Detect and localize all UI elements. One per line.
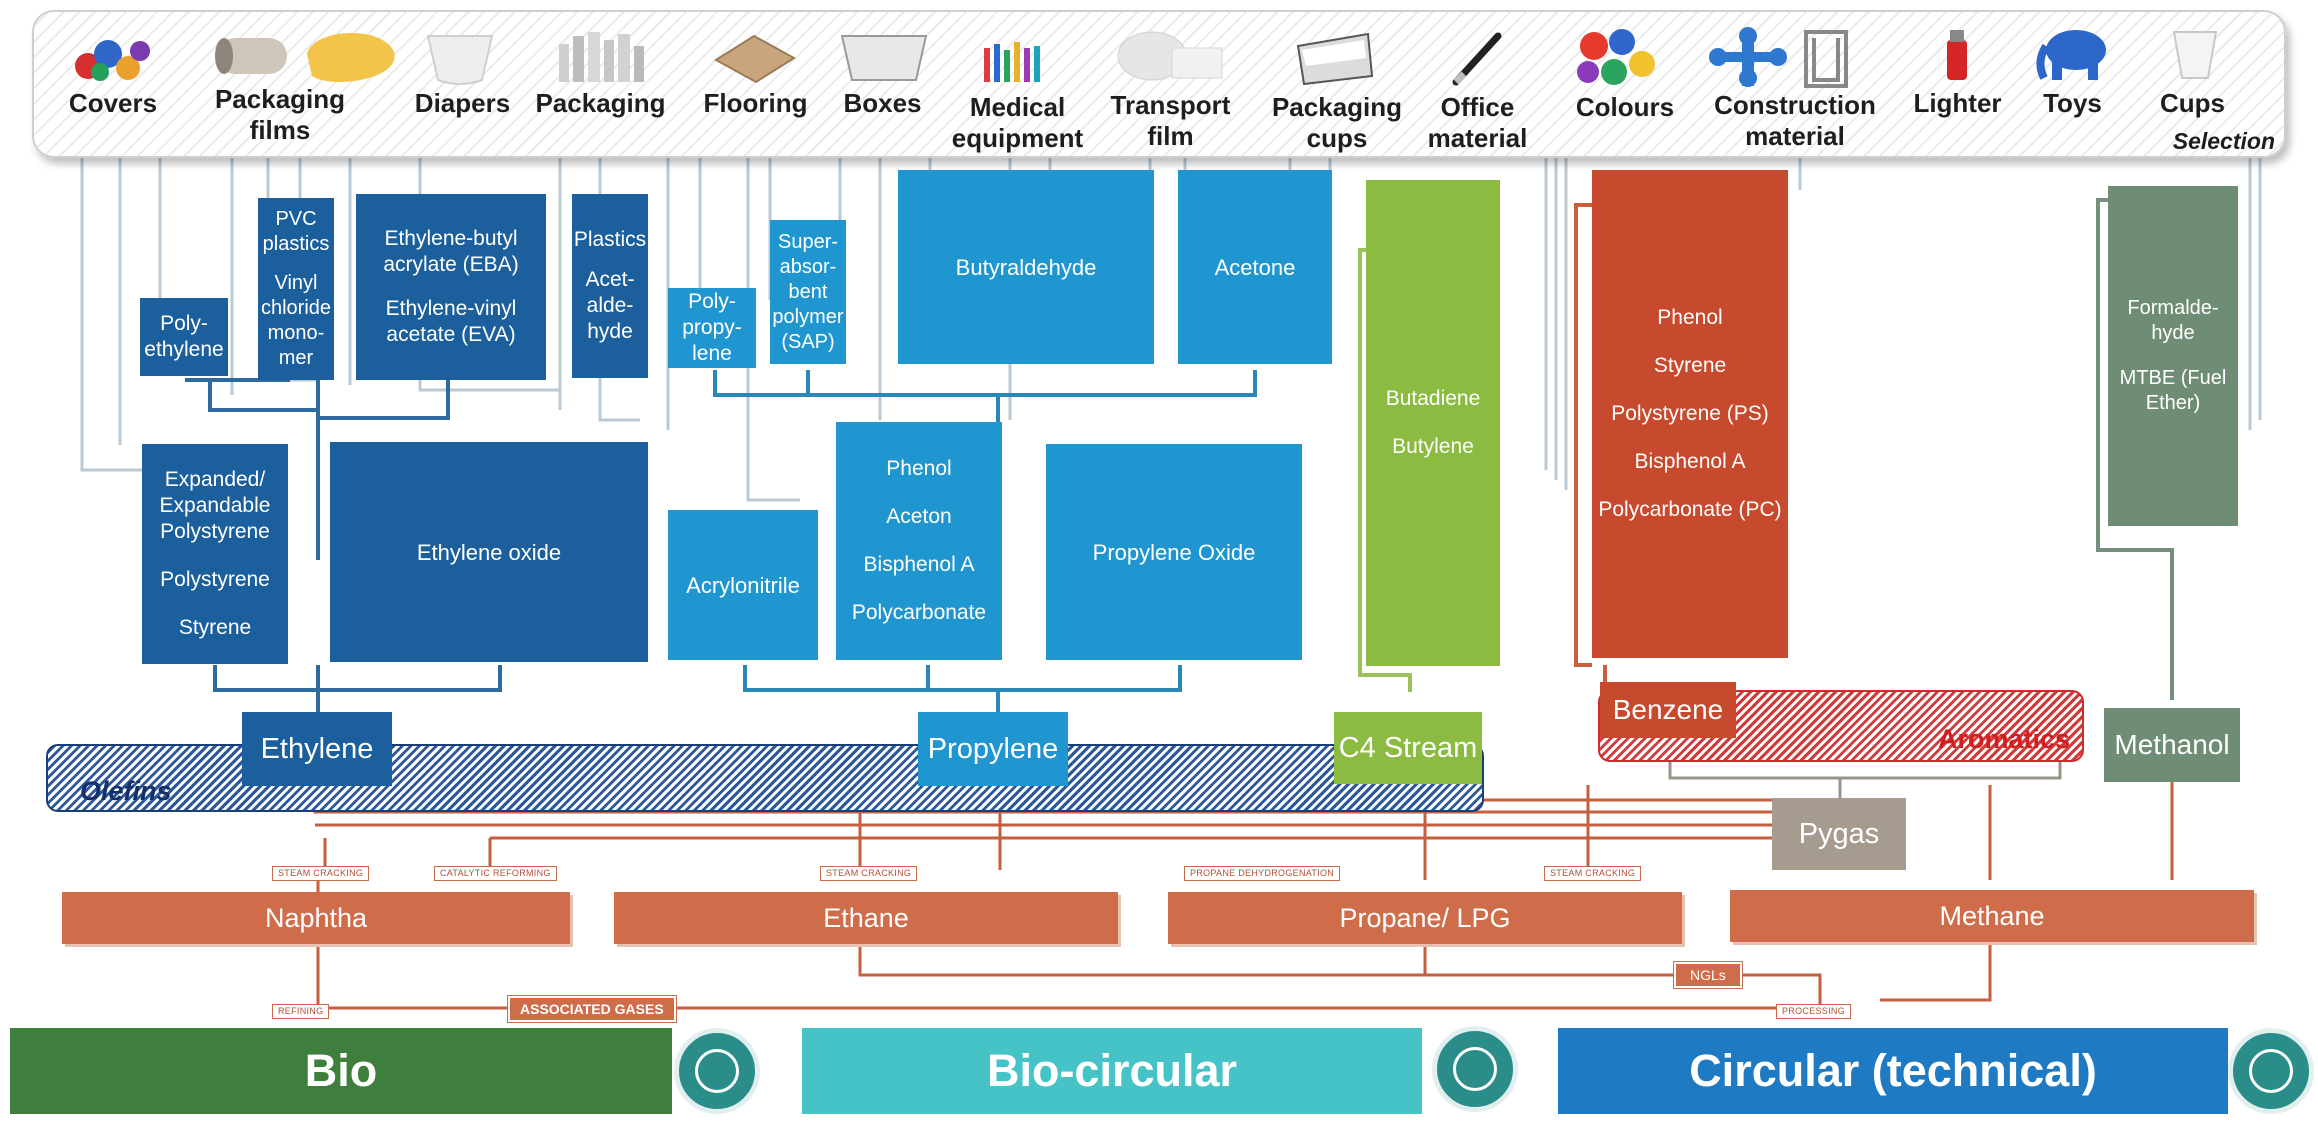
product-packaging-cups[interactable]: Packaging cups: [1271, 92, 1403, 153]
bio-circular-band[interactable]: Bio-circular: [802, 1028, 1422, 1114]
ethylene-hub[interactable]: Ethylene: [242, 712, 392, 786]
product-office-material[interactable]: Office material: [1427, 92, 1528, 153]
aromatics-label: Aromatics: [1937, 724, 2070, 754]
acetaldehyde-box[interactable]: Plastics Acet-alde-hyde: [572, 194, 648, 378]
product-packaging-films[interactable]: Packaging films: [214, 84, 346, 145]
sap-box[interactable]: Super-absor-bent polymer(SAP): [770, 220, 846, 364]
ethylene-oxide-box[interactable]: Ethylene oxide: [330, 442, 648, 662]
boxes-icon: [840, 35, 928, 81]
propylene-hub[interactable]: Propylene: [918, 712, 1068, 786]
methane-feedstock[interactable]: Methane: [1730, 890, 2254, 942]
diapers-icon: [426, 35, 494, 85]
colours-icon: [1577, 29, 1655, 85]
benzene-hub[interactable]: Benzene: [1600, 682, 1736, 738]
steam-cracking-label-1: STEAM CRACKING: [272, 866, 370, 881]
product-diapers[interactable]: Diapers: [414, 88, 511, 118]
polyethylene-box[interactable]: Poly-ethylene: [140, 298, 228, 376]
cups-icon: [2172, 31, 2218, 79]
flooring-icon: [714, 34, 796, 84]
butadiene-butylene-box[interactable]: Butadiene Butylene: [1366, 180, 1500, 666]
steam-cracking-label-2: STEAM CRACKING: [820, 866, 918, 881]
selection-label: Selection: [2172, 128, 2275, 154]
ngls-label: NGLs: [1674, 962, 1742, 988]
bio-band[interactable]: Bio: [10, 1028, 672, 1114]
iscc-seal-icon: [2228, 1028, 2314, 1114]
aromatics-derivatives-box[interactable]: Phenol Styrene Polystyrene (PS) Bispheno…: [1592, 170, 1788, 658]
medical-equipment-icon: [984, 42, 1040, 82]
covers-icon: [75, 40, 150, 81]
product-flooring[interactable]: Flooring: [703, 88, 808, 118]
propane-dehydrogenation-label: PROPANE DEHYDROGENATION: [1184, 866, 1341, 881]
steam-cracking-label-3: STEAM CRACKING: [1544, 866, 1642, 881]
product-cups[interactable]: Cups: [2160, 88, 2225, 118]
packaging-bottles-icon: [559, 32, 644, 82]
phenol-aceton-box[interactable]: Phenol Aceton Bisphenol A Polycarbonate: [836, 422, 1002, 660]
packaging-films-icon: [215, 33, 395, 83]
product-covers[interactable]: Covers: [68, 88, 158, 118]
lighter-icon: [1947, 30, 1967, 80]
iscc-seal-icon: [674, 1028, 760, 1114]
product-lighter[interactable]: Lighter: [1913, 88, 2002, 118]
naphtha-feedstock[interactable]: Naphtha: [62, 892, 570, 944]
iscc-seal-icon: [1432, 1026, 1518, 1112]
packaging-cups-icon: [1296, 32, 1374, 86]
ethane-feedstock[interactable]: Ethane: [614, 892, 1118, 944]
product-construction-material[interactable]: Construction material: [1714, 90, 1876, 151]
product-toys[interactable]: Toys: [2043, 88, 2102, 118]
acrylonitrile-box[interactable]: Acrylonitrile: [668, 510, 818, 660]
product-packaging[interactable]: Packaging: [535, 88, 666, 118]
methanol-hub[interactable]: Methanol: [2104, 708, 2240, 782]
associated-gases-label: ASSOCIATED GASES: [508, 996, 676, 1022]
circular-technical-band[interactable]: Circular (technical): [1558, 1028, 2228, 1114]
construction-fittings-icon: [1709, 27, 1848, 88]
product-colours[interactable]: Colours: [1575, 92, 1675, 122]
olefins-label: Olefins: [80, 776, 172, 806]
propylene-oxide-box[interactable]: Propylene Oxide: [1046, 444, 1302, 660]
processing-label: PROCESSING: [1776, 1004, 1852, 1019]
propane-lpg-feedstock[interactable]: Propane/ LPG: [1168, 892, 1682, 944]
toys-elephant-icon: [2036, 30, 2106, 80]
transport-film-icon: [1117, 31, 1223, 81]
polypropylene-box[interactable]: Poly-propy-lene: [668, 288, 756, 368]
product-boxes[interactable]: Boxes: [843, 88, 922, 118]
pygas-hub[interactable]: Pygas: [1772, 798, 1906, 870]
catalytic-reforming-label: CATALYTIC REFORMING: [434, 866, 557, 881]
product-transport-film[interactable]: Transport film: [1110, 90, 1231, 151]
c4-stream-hub[interactable]: C4 Stream: [1334, 712, 1482, 784]
office-pen-icon: [1452, 32, 1502, 86]
butyraldehyde-box[interactable]: Butyraldehyde: [898, 170, 1154, 364]
acetone-box[interactable]: Acetone: [1178, 170, 1332, 364]
product-medical-equipment[interactable]: Medical equipment: [951, 92, 1084, 153]
refining-label: REFINING: [272, 1004, 330, 1019]
